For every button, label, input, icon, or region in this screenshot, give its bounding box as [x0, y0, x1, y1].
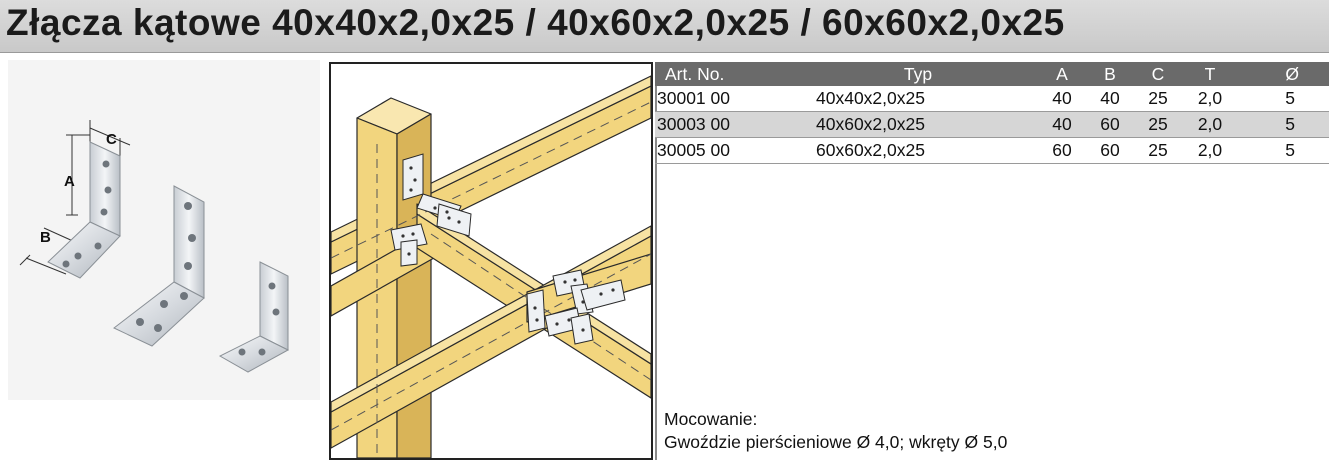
cell-t: 2,0	[1197, 140, 1223, 160]
bracket-small	[47, 141, 121, 279]
bracket-medium	[113, 185, 205, 347]
cell-typ: 60x60x2,0x25	[816, 140, 925, 160]
cell-a: 60	[1052, 140, 1072, 160]
cell-a: 40	[1052, 114, 1072, 134]
table-header-row: Art. No. Typ A B C T Ø	[655, 62, 1329, 86]
dimension-label-a: A	[64, 173, 75, 190]
page-title: Złącza kątowe 40x40x2,0x25 / 40x60x2,0x2…	[6, 2, 1065, 43]
cell-art-no: 30003 00	[657, 114, 730, 134]
header-t: T	[1182, 62, 1238, 86]
cell-diameter: 5	[1285, 140, 1295, 160]
header-a: A	[1038, 62, 1086, 86]
header-art-no: Art. No.	[655, 62, 798, 86]
dimension-label-b: B	[40, 229, 51, 246]
cell-a: 40	[1052, 88, 1072, 108]
title-bar: Złącza kątowe 40x40x2,0x25 / 40x60x2,0x2…	[0, 0, 1329, 53]
cell-art-no: 30005 00	[657, 140, 730, 160]
header-c: C	[1134, 62, 1182, 86]
dimension-label-c: C	[106, 131, 117, 148]
cell-b: 60	[1100, 140, 1120, 160]
cell-b: 60	[1100, 114, 1120, 134]
cell-diameter: 5	[1285, 114, 1295, 134]
mounting-text: Gwoździe pierścieniowe Ø 4,0; wkręty Ø 5…	[664, 432, 1008, 452]
cell-c: 25	[1148, 140, 1168, 160]
cell-typ: 40x40x2,0x25	[816, 88, 925, 108]
mounting-label: Mocowanie:	[664, 409, 758, 429]
table-row: 30005 00 60x60x2,0x25 60 60 25 2,0 5	[655, 138, 1329, 164]
cell-diameter: 5	[1285, 88, 1295, 108]
cell-t: 2,0	[1197, 88, 1223, 108]
cell-b: 40	[1100, 88, 1120, 108]
product-photo: A B C	[8, 60, 320, 400]
header-typ: Typ	[798, 62, 1038, 86]
mounting-note: Mocowanie: Gwoździe pierścieniowe Ø 4,0;…	[664, 408, 1007, 454]
cell-typ: 40x60x2,0x25	[816, 114, 925, 134]
cell-c: 25	[1148, 88, 1168, 108]
header-b: B	[1086, 62, 1134, 86]
assembly-illustration	[329, 62, 653, 460]
cell-t: 2,0	[1197, 114, 1223, 134]
bracket-large	[218, 261, 290, 373]
header-diameter: Ø	[1238, 62, 1329, 86]
cell-c: 25	[1148, 114, 1168, 134]
table-row: 30003 00 40x60x2,0x25 40 60 25 2,0 5	[655, 111, 1329, 138]
cell-art-no: 30001 00	[657, 88, 730, 108]
table-row: 30001 00 40x40x2,0x25 40 40 25 2,0 5	[655, 86, 1329, 112]
column-divider	[655, 62, 657, 460]
product-table: Art. No. Typ A B C T Ø 30001 00 40x40x2,…	[655, 62, 1329, 164]
